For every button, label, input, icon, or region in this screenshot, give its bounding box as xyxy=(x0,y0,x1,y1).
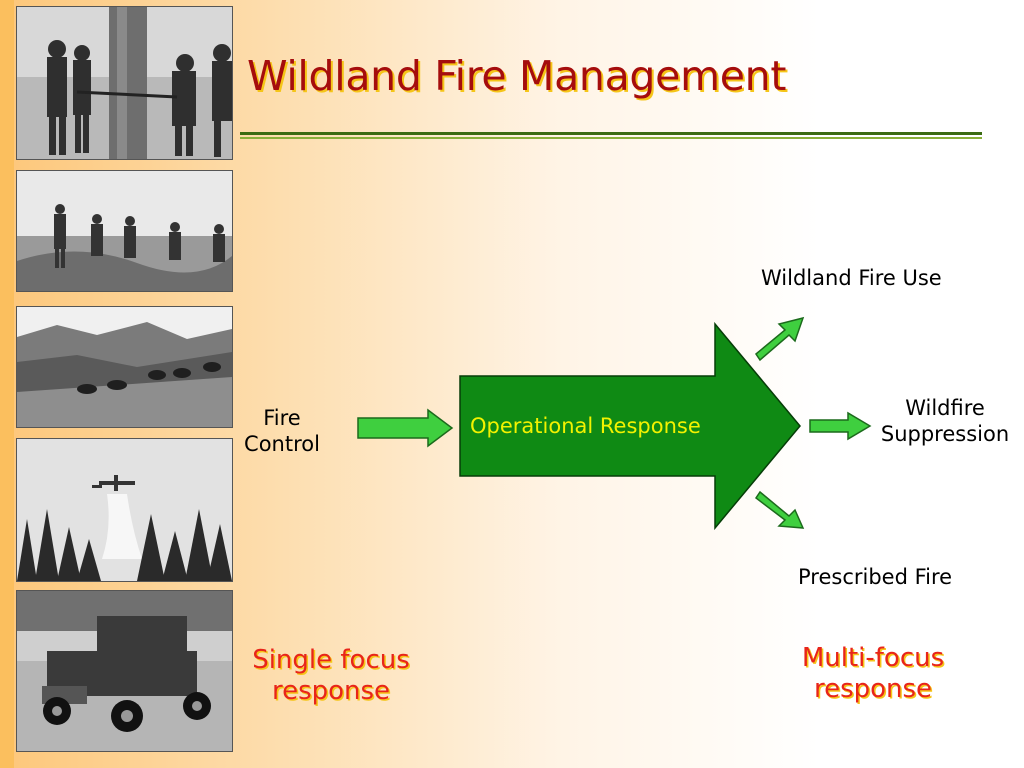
wildfire-suppression-line1: Wildfire xyxy=(905,396,985,420)
wildland-fire-use-label: Wildland Fire Use xyxy=(761,266,942,290)
single-focus-line2: response xyxy=(271,676,391,707)
prescribed-fire-label: Prescribed Fire xyxy=(798,565,953,589)
photo-crew-in-field xyxy=(16,170,233,292)
single-focus-caption: Single focus response xyxy=(236,645,426,707)
multi-focus-caption: Multi-focus response xyxy=(778,643,968,705)
page-title: Wildland Fire Management xyxy=(247,52,787,100)
fire-control-line2: Control xyxy=(244,432,320,457)
multi-focus-line1: Multi-focus xyxy=(801,643,945,673)
fire-control-label: Fire Control xyxy=(232,405,332,458)
wildfire-suppression-label: Wildfire Suppression xyxy=(870,395,1020,448)
photo-air-tanker-drop xyxy=(16,438,233,582)
operational-response-arrow xyxy=(459,321,801,531)
photo-vintage-truck xyxy=(16,590,233,752)
photo-pack-mule-train xyxy=(16,306,233,428)
arrow-to-wildland-fire-use xyxy=(755,316,805,362)
input-arrow xyxy=(357,408,454,448)
fire-control-line1: Fire xyxy=(263,406,301,430)
title-rule-dark xyxy=(240,132,982,135)
multi-focus-line2: response xyxy=(813,674,933,705)
operational-response-label: Operational Response xyxy=(470,414,701,438)
single-focus-line1: Single focus xyxy=(252,645,410,675)
photo-crew-at-tree xyxy=(16,6,233,160)
arrow-to-wildfire-suppression xyxy=(809,411,872,441)
left-accent-bar xyxy=(0,0,14,768)
wildfire-suppression-line2: Suppression xyxy=(880,422,1010,447)
arrow-to-prescribed-fire xyxy=(754,490,805,529)
title-rule-light xyxy=(240,137,982,139)
